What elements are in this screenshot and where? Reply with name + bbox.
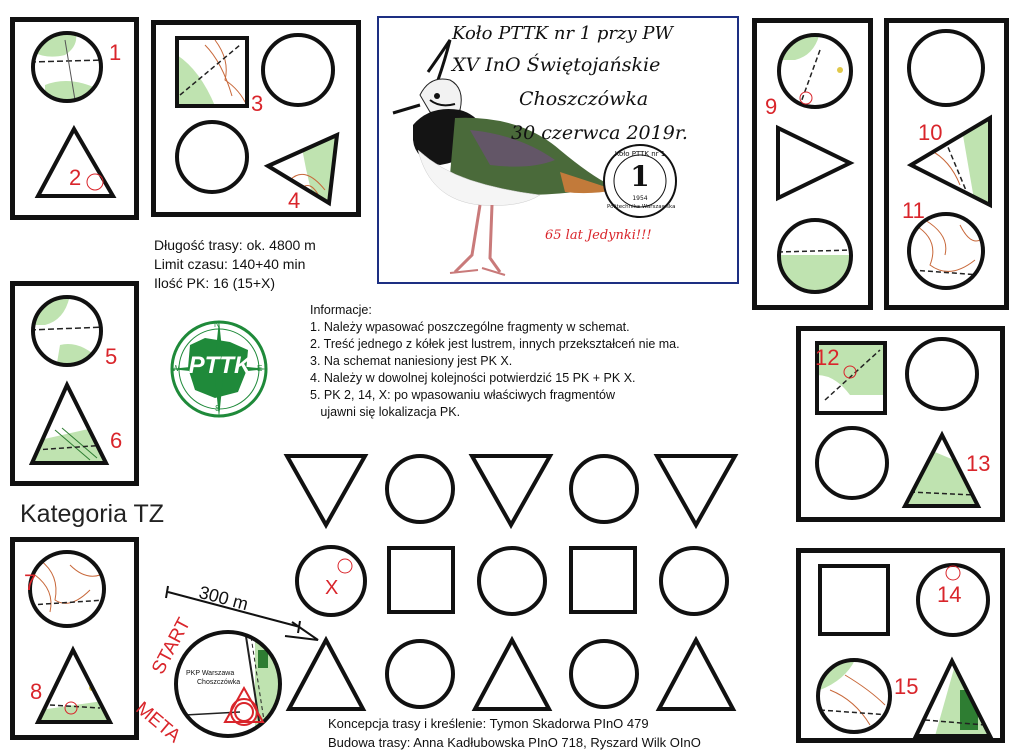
fragment-triangle-15: [912, 656, 994, 738]
seal-bottom-text: Politechnika Warszawska: [607, 204, 676, 210]
empty-circle: [261, 33, 335, 107]
compass-north: N: [214, 320, 220, 329]
empty-square: [818, 564, 890, 636]
fragment-circle-11: [907, 212, 985, 290]
fragment-number-6: 6: [110, 428, 123, 453]
credits-concept: Koncepcja trasy i kreślenie: Tymon Skado…: [328, 716, 649, 731]
fragment-circle-9b: [777, 218, 853, 294]
empty-circle: [905, 337, 979, 411]
fragment-number-3: 3: [251, 91, 264, 116]
header-location: Choszczówka: [519, 88, 649, 110]
course-stats: Długość trasy: ok. 4800 m Limit czasu: 1…: [154, 236, 316, 293]
info-item: 2. Treść jednego z kółek jest lustrem, i…: [310, 337, 680, 351]
fragment-number-10: 10: [918, 120, 943, 145]
info-heading: Informacje:: [310, 303, 372, 317]
empty-circle: [815, 426, 889, 500]
info-item: 5. PK 2, 14, X: po wpasowaniu właściwych…: [310, 388, 616, 402]
fragment-number-15: 15: [894, 674, 919, 699]
category-label: Kategoria TZ: [20, 500, 165, 528]
credits: Koncepcja trasy i kreślenie: Tymon Skado…: [328, 714, 701, 752]
fragment-number-1: 1: [109, 40, 122, 65]
header-club-name: Koło PTTK nr 1 przy PW: [452, 23, 674, 44]
fragment-number-12: 12: [815, 345, 840, 370]
fragment-number-7: 7: [24, 570, 37, 595]
compass-east: E: [257, 364, 263, 373]
info-item: 3. Na schemat naniesiony jest PK X.: [310, 354, 513, 368]
info-item: 4. Należy w dowolnej kolejności potwierd…: [310, 371, 636, 385]
x-marker-circle: [337, 558, 353, 574]
fragment-number-14: 14: [937, 582, 962, 607]
schema-grid: [283, 454, 739, 711]
fragment-number-8: 8: [30, 679, 43, 704]
seal-year: 1954: [632, 195, 648, 202]
header-date: 30 czerwca 2019r.: [511, 122, 688, 144]
header-event-name: XV InO Świętojańskie: [452, 54, 661, 76]
fragment-circle-14: [916, 563, 990, 637]
compass-west: W: [172, 364, 180, 373]
checkpoint-x-label: X: [325, 577, 339, 599]
fragment-square-3: [175, 36, 249, 108]
fragment-number-11: 11: [902, 198, 925, 223]
info-block: Informacje: 1. Należy wpasować poszczegó…: [310, 302, 680, 421]
lapwing-bird-illustration: [392, 39, 615, 276]
fragment-number-13: 13: [966, 451, 991, 476]
empty-triangle: [776, 124, 855, 202]
seal-top-text: Koło PTTK nr 1: [614, 150, 666, 158]
empty-circle: [175, 120, 249, 194]
fragment-circle-9: [777, 33, 853, 109]
fragment-circle-15: [816, 658, 892, 734]
info-item: 1. Należy wpasować poszczególne fragment…: [310, 320, 630, 334]
pttk-logo: [170, 320, 268, 418]
course-time-limit: Limit czasu: 140+40 min: [154, 256, 306, 272]
empty-circle: [907, 29, 985, 107]
club-seal: [603, 144, 677, 218]
course-checkpoints: Ilość PK: 16 (15+X): [154, 275, 276, 291]
fragment-triangle-4: [263, 131, 340, 207]
fragment-square-12: [815, 341, 887, 415]
seal-digit: 1: [630, 160, 650, 193]
station-label-line1: PKP Warszawa: [186, 670, 235, 677]
fragment-triangle-2: [34, 124, 117, 198]
fragment-number-2: 2: [69, 165, 82, 190]
station-label-line2: Choszczówka: [197, 679, 241, 686]
fragment-number-4: 4: [288, 188, 301, 213]
fragment-triangle-8: [34, 645, 114, 724]
start-map-circle: [174, 630, 282, 738]
info-item: ujawni się lokalizacja PK.: [310, 405, 461, 419]
fragment-circle-5: [31, 295, 103, 367]
compass-south: S: [215, 404, 221, 413]
course-length: Długość trasy: ok. 4800 m: [154, 237, 316, 253]
scale-bar: [165, 585, 319, 641]
credits-build: Budowa trasy: Anna Kadłubowska PInO 718,…: [328, 735, 701, 750]
header-slogan: 65 lat Jedynki!!!: [545, 228, 652, 243]
fragment-circle-1: [31, 31, 103, 103]
fragment-triangle-6: [28, 380, 110, 465]
fragment-number-9: 9: [765, 94, 778, 119]
fragment-circle-7: [28, 550, 106, 628]
fragment-number-5: 5: [105, 344, 118, 369]
pttk-logo-text: PTTK: [188, 352, 252, 379]
